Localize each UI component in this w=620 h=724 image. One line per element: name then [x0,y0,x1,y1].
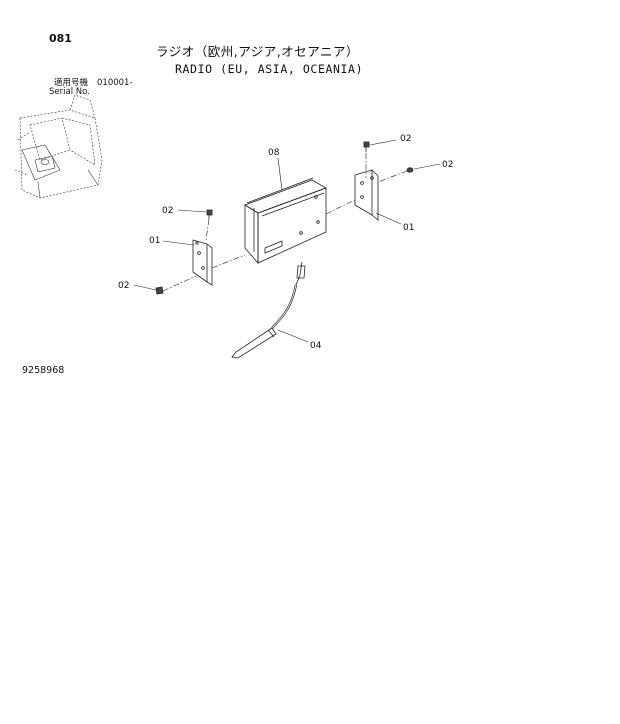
bracket-left-01 [192,239,213,286]
bracket-right-01 [354,169,379,221]
screw-left-bottom-02 [155,286,164,295]
serial-label-english: Serial No. [49,87,90,97]
title-japanese: ラジオ（欧州,アジア,オセアニア） [156,44,359,59]
title-english: RADIO (EU, ASIA, OCEANIA) [175,62,364,76]
callout-screw-top-right: 02 [400,134,411,144]
callout-radio-unit: 08 [268,148,280,158]
screw-top-right-02 [363,141,370,152]
serial-value: 010001- [97,78,133,88]
callout-screw-left-top: 02 [162,206,173,216]
antenna-04 [231,261,306,359]
callout-screw-right: 02 [442,160,453,170]
serial-label-japanese: 適用号機 [54,78,89,88]
screw-left-top-02 [206,209,213,219]
callout-bracket-right: 01 [403,223,414,233]
callout-screw-left-bottom: 02 [118,281,129,291]
page-number: 081 [49,32,72,45]
screw-right-02 [406,167,414,173]
callout-bracket-left: 01 [149,236,160,246]
radio-unit-08 [244,177,327,265]
callout-antenna: 04 [310,341,322,351]
document-code: 9258968 [22,365,65,376]
cab-location-sketch [14,94,103,199]
